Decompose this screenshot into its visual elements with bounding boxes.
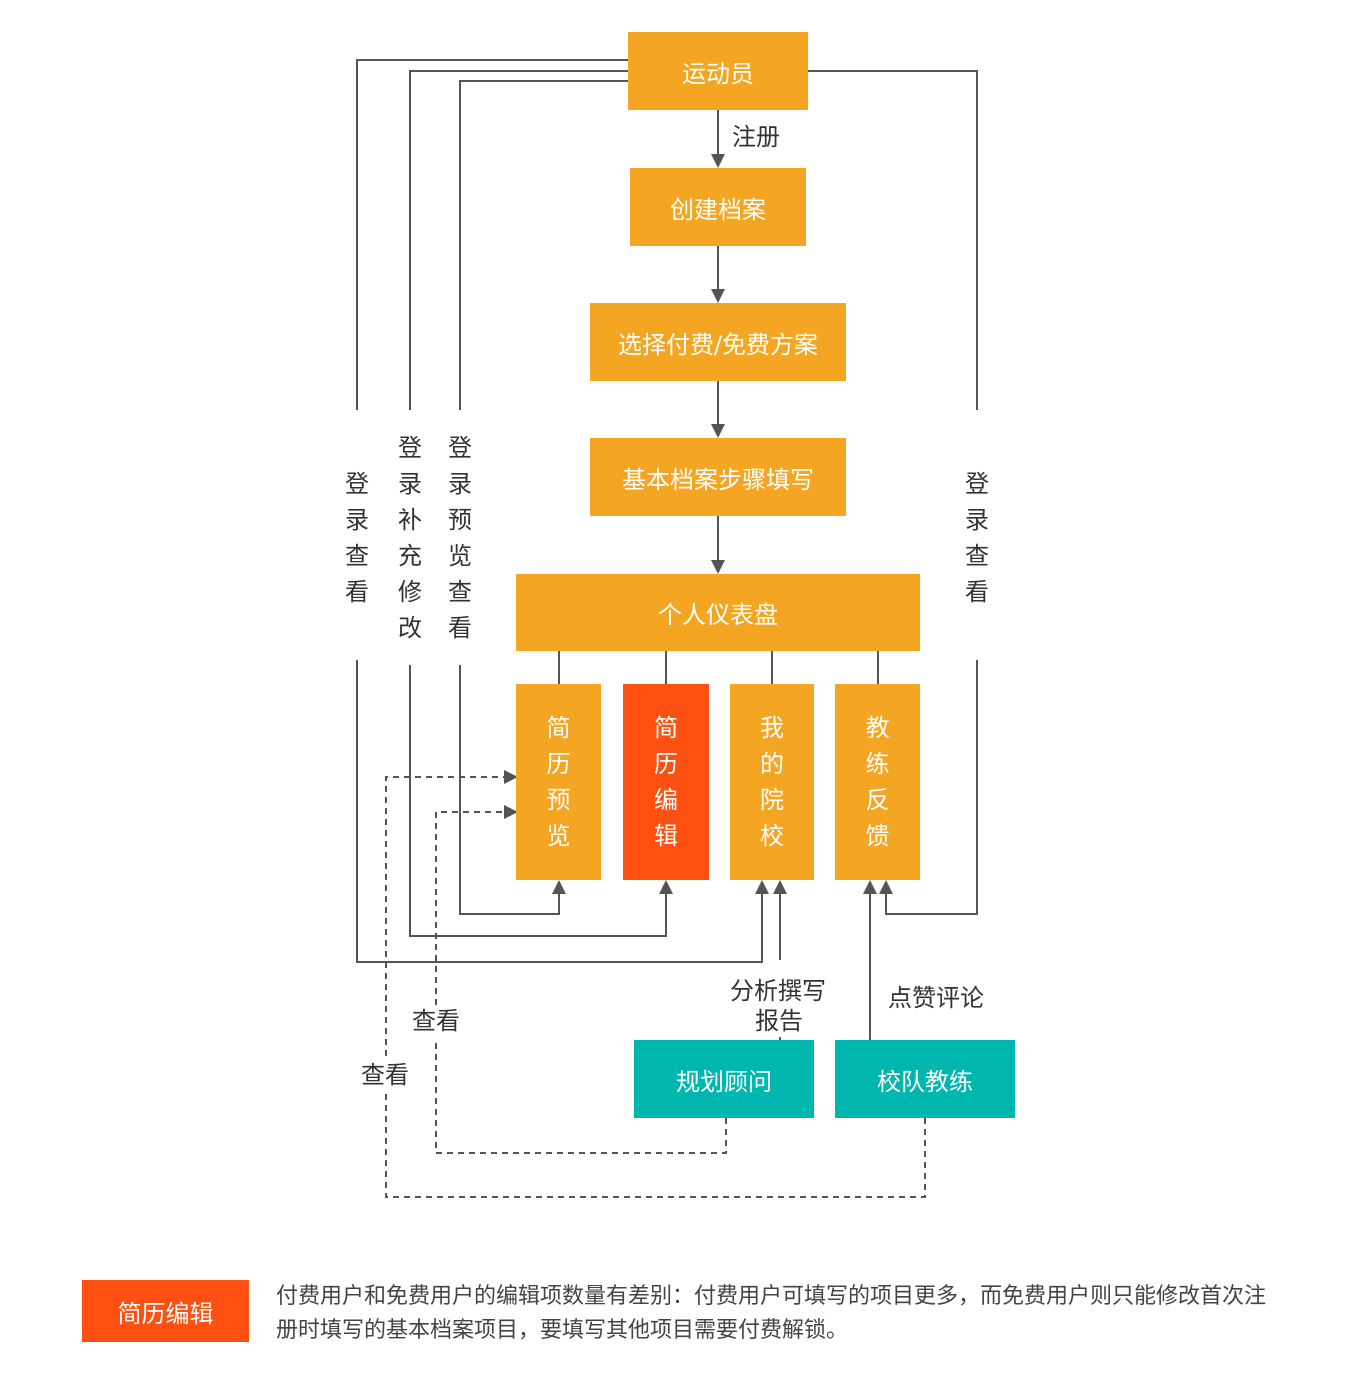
line-login-preview-bottom (459, 665, 566, 915)
edge-label-analyze-report-line2: 报告 (755, 1007, 803, 1035)
node-athlete-label: 运动员 (682, 59, 754, 88)
node-advisor: 规划顾问 (634, 1040, 814, 1118)
edge-label-analyze-report-line1: 分析撰写 (730, 977, 826, 1005)
node-create-profile-label: 创建档案 (670, 195, 766, 224)
line-login-preview-top (459, 80, 628, 410)
node-team-coach-label: 校队教练 (877, 1067, 973, 1096)
line-login-view-right-bottom (879, 660, 978, 915)
dashed-coach-to-preview (385, 770, 926, 1198)
node-resume-preview-label: 简历预览 (546, 714, 571, 850)
legend-description: 付费用户和免费用户的编辑项数量有差别：付费用户可填写的项目更多，而免费用户则只能… (276, 1284, 1267, 1343)
legend-title: 简历编辑 (117, 1299, 214, 1328)
node-choose-plan: 选择付费/免费方案 (590, 303, 846, 381)
line-login-view-left-top (356, 59, 628, 410)
line-login-edit-bottom (409, 665, 673, 937)
node-team-coach: 校队教练 (835, 1040, 1015, 1118)
edge-label-login-preview: 登录预览查看 (448, 434, 472, 642)
dashed-advisor-to-preview (435, 805, 727, 1154)
edge-label-login-edit: 登录补充修改 (398, 434, 422, 642)
edge-label-login-view-left: 登录查看 (345, 470, 369, 606)
node-choose-plan-label: 选择付费/免费方案 (617, 330, 819, 359)
node-coach-feedback: 教练反馈 (835, 684, 920, 880)
node-resume-edit: 简历编辑 (623, 684, 709, 880)
node-create-profile: 创建档案 (630, 168, 806, 246)
edge-label-like-comment: 点赞评论 (888, 984, 984, 1012)
legend-swatch-resume-edit: 简历编辑 (82, 1280, 249, 1342)
node-basic-profile: 基本档案步骤填写 (590, 438, 846, 516)
node-resume-preview: 简历预览 (516, 684, 601, 880)
node-athlete: 运动员 (628, 32, 808, 110)
node-dashboard: 个人仪表盘 (516, 574, 920, 651)
node-coach-feedback-label: 教练反馈 (865, 714, 890, 850)
node-resume-edit-label: 简历编辑 (654, 714, 678, 850)
edge-label-view-2: 查看 (361, 1061, 409, 1089)
line-login-edit-top (409, 70, 628, 410)
node-my-schools: 我的院校 (730, 684, 814, 880)
line-login-view-right-top (808, 70, 978, 410)
edge-label-login-view-right: 登录查看 (965, 470, 989, 606)
edge-label-register: 注册 (732, 123, 780, 151)
edge-label-view-1: 查看 (412, 1007, 460, 1035)
line-login-view-left-bottom (356, 660, 769, 963)
node-dashboard-label: 个人仪表盘 (658, 601, 778, 629)
node-advisor-label: 规划顾问 (676, 1067, 772, 1096)
node-basic-profile-label: 基本档案步骤填写 (622, 465, 814, 494)
node-my-schools-label: 我的院校 (760, 714, 784, 850)
